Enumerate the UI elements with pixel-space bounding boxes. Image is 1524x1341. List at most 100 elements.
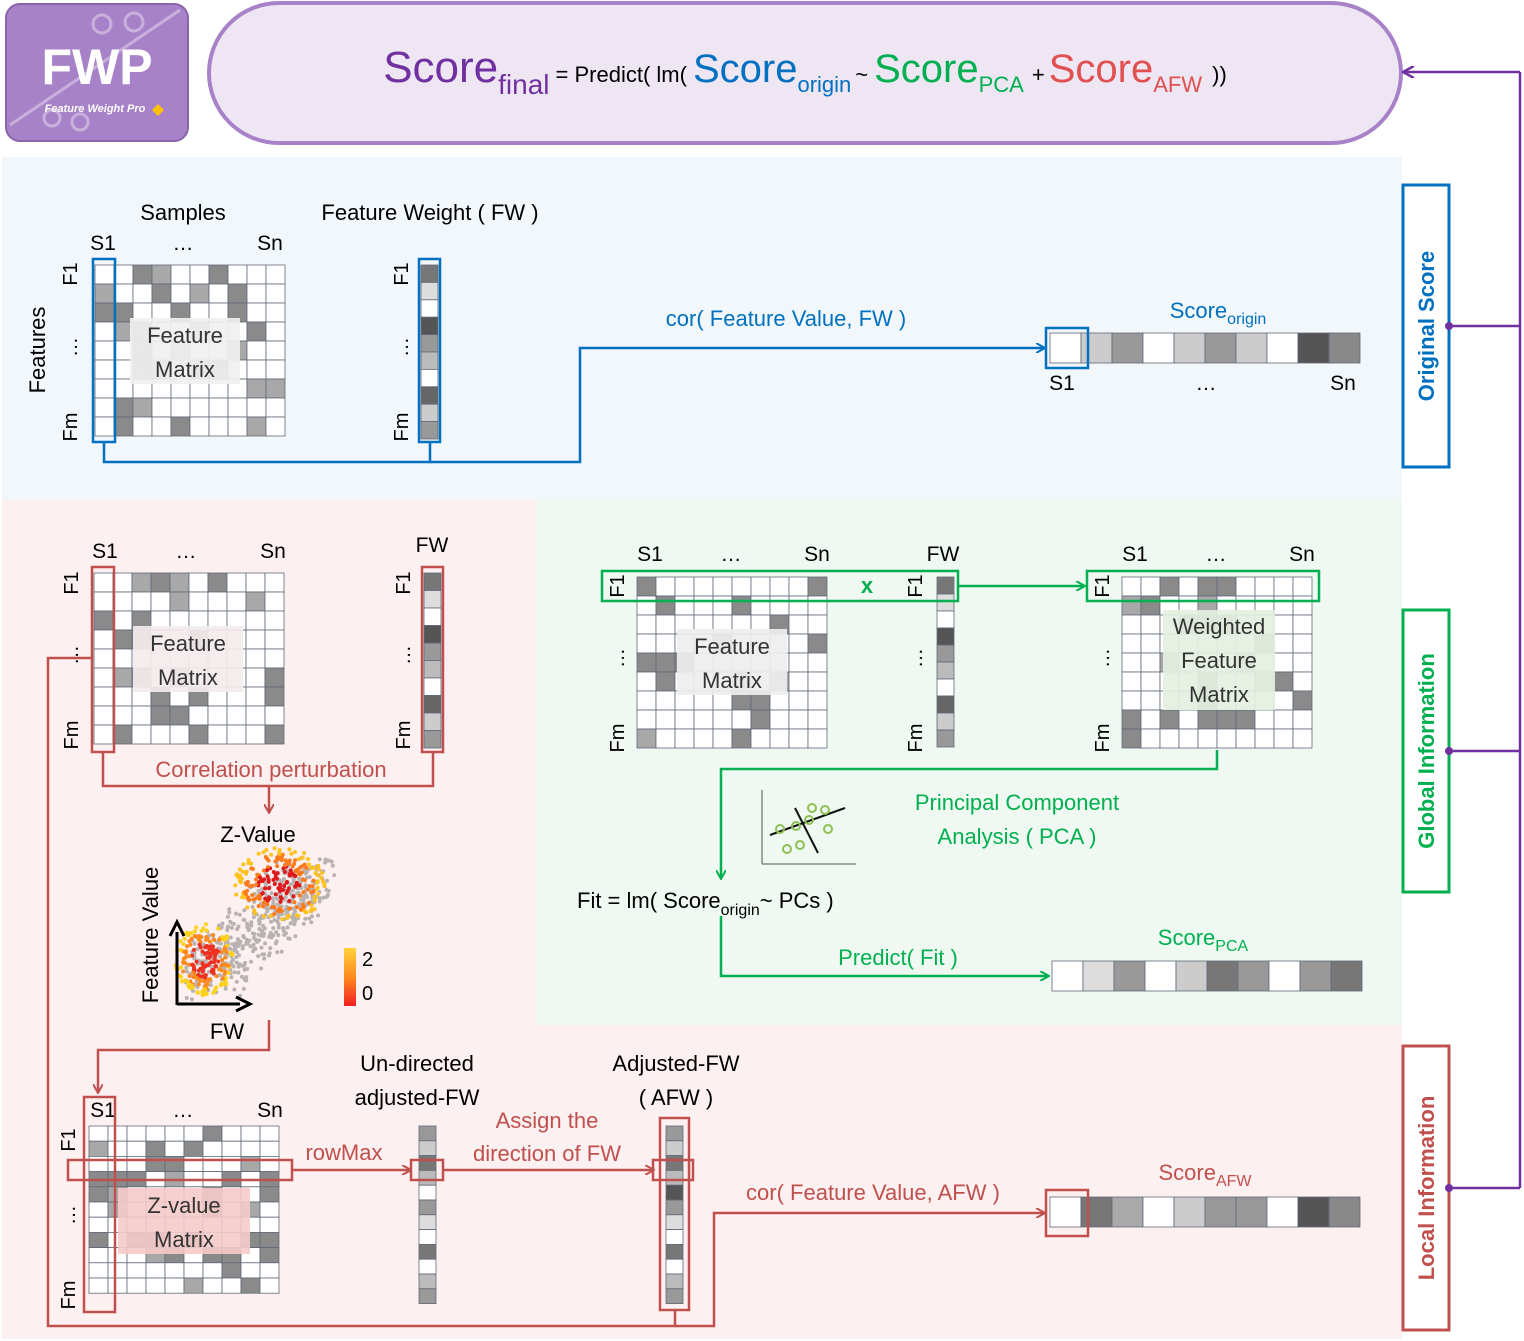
scatter-point — [302, 851, 307, 856]
matrix-cell — [655, 728, 676, 749]
vector-cell — [936, 661, 955, 680]
matrix-cell — [112, 686, 133, 707]
matrix-cell — [636, 690, 657, 711]
vector-cell — [665, 1273, 684, 1290]
scatter-point — [212, 960, 217, 965]
matrix-cell — [636, 633, 657, 654]
scatter-point — [239, 974, 244, 979]
matrix-cell — [107, 1140, 128, 1157]
vector-cell — [423, 712, 442, 731]
scatter-point — [190, 988, 195, 993]
scatter-point — [207, 939, 212, 944]
matrix-cell — [240, 1140, 261, 1157]
scatter-point — [256, 851, 261, 856]
matrix-cell — [1121, 595, 1142, 616]
global-sn-label: Sn — [804, 543, 830, 566]
legend-max-label: 2 — [362, 949, 373, 971]
matrix-cell — [807, 709, 828, 730]
score-cell — [1111, 1196, 1144, 1228]
scatter-point — [179, 965, 184, 970]
vector-cell — [423, 677, 442, 696]
logo-title: FWP — [41, 39, 152, 95]
matrix-cell — [750, 595, 771, 616]
score-cell — [1142, 1196, 1175, 1228]
matrix-cell — [183, 1156, 204, 1173]
feedback-local-dot — [1445, 1184, 1453, 1192]
matrix-cell — [188, 705, 209, 726]
vector-cell — [418, 1125, 437, 1142]
matrix-cell — [1140, 690, 1161, 711]
matrix-cell — [94, 397, 115, 418]
vector-cell — [423, 730, 442, 749]
scatter-point — [224, 934, 229, 939]
matrix-cell — [183, 1125, 204, 1142]
predict-arrow — [719, 916, 1048, 976]
zvalue-title: Z-Value — [220, 822, 295, 847]
scatter-point — [267, 886, 272, 891]
scatter-point — [253, 896, 258, 901]
score-cell — [1299, 960, 1332, 992]
vector-cell — [418, 1214, 437, 1231]
scatter-point — [280, 911, 285, 916]
global-vdots-label: … — [607, 648, 629, 668]
scatter-point — [198, 945, 203, 950]
rowmax-label: rowMax — [305, 1140, 382, 1165]
scatter-point — [201, 942, 206, 947]
scatter-point — [232, 945, 237, 950]
matrix-cell — [1273, 652, 1294, 673]
scatter-point — [234, 941, 239, 946]
scatter-point — [241, 934, 246, 939]
scatter-point — [237, 867, 242, 872]
feedback-original-dot — [1445, 322, 1453, 330]
matrix-cell — [731, 576, 752, 597]
vector-cell — [418, 1258, 437, 1275]
matrix-cell — [264, 705, 285, 726]
orig-vdots-label: … — [60, 337, 82, 357]
matrix-cell — [1273, 709, 1294, 730]
matrix-cell — [636, 652, 657, 673]
local-f1-label: F1 — [61, 571, 83, 594]
feature-weight-vector-global — [936, 576, 955, 748]
scatter-point — [236, 924, 241, 929]
vector-cell — [418, 1244, 437, 1260]
scatter-point — [292, 849, 297, 854]
matrix-cell — [693, 595, 714, 616]
matrix-cell — [807, 671, 828, 692]
scatter-point — [326, 858, 331, 863]
scatter-point — [315, 887, 320, 892]
vector-cell — [665, 1184, 684, 1201]
scatter-point — [272, 881, 277, 886]
scatter-point — [304, 910, 309, 915]
matrix-cell — [636, 595, 657, 616]
scatter-point — [288, 882, 293, 887]
scatter-point — [246, 928, 251, 933]
vector-cell — [420, 316, 439, 336]
vector-cell — [420, 351, 439, 370]
scatter-point — [283, 907, 288, 912]
scatter-point — [279, 858, 284, 863]
matrix-cell — [189, 264, 210, 285]
matrix-cell — [245, 591, 266, 612]
zmatrix-f1-label: F1 — [58, 1128, 80, 1151]
formula-box — [207, 1, 1403, 145]
scatter-point — [276, 933, 281, 938]
scatter-point — [224, 976, 229, 981]
matrix-cell — [1254, 576, 1275, 597]
matrix-cell — [259, 1125, 280, 1142]
scatter-point — [275, 950, 280, 955]
scatter-point — [325, 878, 330, 883]
score-cell — [1330, 960, 1363, 992]
matrix-cell — [750, 576, 771, 597]
matrix-cell — [1140, 652, 1161, 673]
matrix-cell — [202, 1262, 223, 1279]
scatter-point — [252, 908, 257, 913]
matrix-cell — [88, 1232, 109, 1249]
matrix-cell — [264, 667, 285, 688]
scatter-point — [291, 917, 296, 922]
scatter-point — [289, 871, 294, 876]
matrix-cell — [259, 1186, 280, 1203]
scatter-point — [245, 896, 250, 901]
matrix-cell — [712, 728, 733, 749]
matrix-cell — [112, 610, 133, 631]
local-sn-label: Sn — [260, 540, 286, 563]
